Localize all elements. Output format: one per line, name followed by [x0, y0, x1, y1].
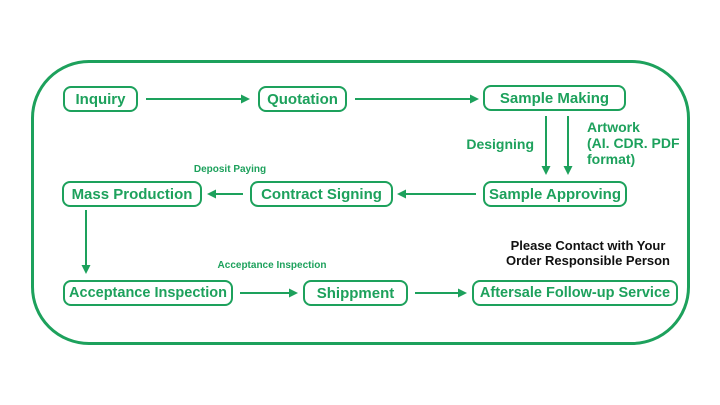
label-designing: Designing	[466, 136, 534, 152]
node-mass-production: Mass Production	[62, 181, 202, 207]
node-aftersale-follow-up-service: Aftersale Follow-up Service	[472, 280, 678, 306]
node-sample-approving: Sample Approving	[483, 181, 627, 207]
label-artwork-line1: Artwork	[587, 119, 640, 135]
node-shippment: Shippment	[303, 280, 408, 306]
label-artwork-format: Artwork (AI. CDR. PDF format)	[587, 119, 689, 167]
contact-note-line1: Please Contact with Your	[510, 238, 666, 253]
node-contract-signing: Contract Signing	[250, 181, 393, 207]
outer-rounded-border	[31, 60, 690, 345]
node-inquiry: Inquiry	[63, 86, 138, 112]
node-sample-making: Sample Making	[483, 85, 626, 111]
label-artwork-line2: (AI. CDR. PDF	[587, 135, 680, 151]
label-artwork-line3: format)	[587, 151, 636, 167]
label-acceptance-inspection: Acceptance Inspection	[217, 260, 327, 271]
node-quotation: Quotation	[258, 86, 347, 112]
node-acceptance-inspection: Acceptance Inspection	[63, 280, 233, 306]
contact-note-line2: Order Responsible Person	[506, 253, 670, 268]
label-deposit-paying: Deposit Paying	[193, 164, 267, 175]
contact-note: Please Contact with Your Order Responsib…	[478, 238, 698, 268]
